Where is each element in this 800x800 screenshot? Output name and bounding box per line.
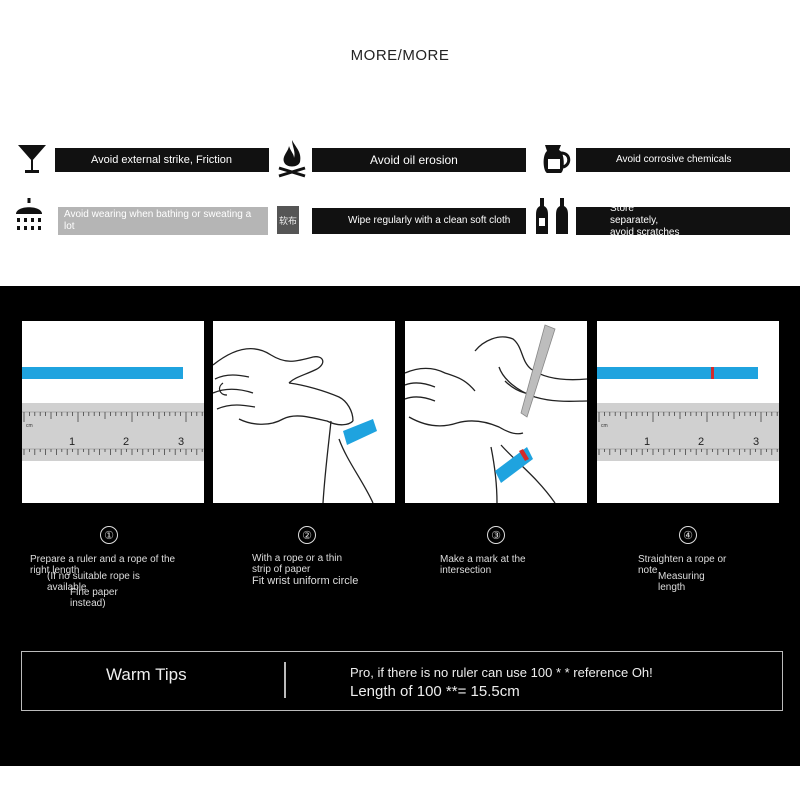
ruler-number-1: 1 bbox=[644, 436, 650, 448]
step-1-number: ① bbox=[100, 526, 118, 544]
length-mark bbox=[711, 367, 714, 379]
rope bbox=[22, 367, 183, 379]
warm-tips-box bbox=[21, 651, 783, 711]
care-label-bathing: Avoid wearing when bathing or sweating a… bbox=[58, 207, 268, 235]
rope-on-wrist bbox=[343, 419, 377, 445]
hand-drawing bbox=[405, 336, 587, 503]
intersection-mark bbox=[519, 449, 529, 461]
rope-on-wrist bbox=[495, 447, 533, 483]
bottles-icon bbox=[536, 198, 568, 234]
chemical-jug-icon bbox=[543, 145, 571, 173]
care-label-cloth: Wipe regularly with a clean soft cloth bbox=[312, 208, 526, 234]
care-label-chemicals: Avoid corrosive chemicals bbox=[576, 148, 790, 172]
step-3-text: Make a mark at the intersection bbox=[440, 554, 526, 576]
warm-tips-line-1: Pro, if there is no ruler can use 100 * … bbox=[350, 665, 653, 680]
ruler-unit: cm bbox=[26, 423, 33, 429]
care-label-oil: Avoid oil erosion bbox=[312, 148, 526, 172]
ruler-unit: cm bbox=[601, 423, 608, 429]
care-label-storage: Store separately, avoid scratches bbox=[576, 203, 790, 238]
step-2-image bbox=[213, 321, 395, 503]
ruler-number-2: 2 bbox=[698, 436, 704, 448]
ruler-number-2: 2 bbox=[123, 436, 129, 448]
step-2-number: ② bbox=[298, 526, 316, 544]
step-4-number: ④ bbox=[679, 526, 697, 544]
fire-icon bbox=[278, 140, 306, 178]
care-label-strike: Avoid external strike, Friction bbox=[55, 148, 269, 172]
step-2-text-2: Fit wrist uniform circle bbox=[252, 575, 359, 587]
step-4-image: 1 2 3 cm bbox=[597, 321, 779, 503]
step-1-note-2: Fine paper instead) bbox=[70, 587, 118, 609]
step-2-text: With a rope or a thin strip of paper bbox=[252, 553, 343, 575]
step-3-number: ③ bbox=[487, 526, 505, 544]
ruler-number-1: 1 bbox=[69, 436, 75, 448]
page-title: MORE/MORE bbox=[350, 47, 450, 64]
step-1-text: Prepare a ruler and a rope of the right … bbox=[30, 554, 176, 576]
warm-tips-title: Warm Tips bbox=[106, 665, 187, 684]
step-3-image bbox=[405, 321, 587, 503]
warm-tips-line-2: Length of 100 **= 15.5cm bbox=[350, 683, 520, 700]
hand-drawing bbox=[213, 348, 374, 503]
ruler-number-3: 3 bbox=[753, 436, 759, 448]
pen-icon bbox=[520, 324, 556, 418]
ruler: 1 2 3 cm bbox=[22, 403, 204, 461]
step-4-text-2: Measuring length bbox=[658, 571, 705, 593]
ruler: 1 2 3 cm bbox=[597, 403, 779, 461]
soft-cloth-icon: 软布 bbox=[277, 206, 299, 234]
cocktail-glass-icon bbox=[18, 145, 46, 173]
step-1-image: 1 2 3 cm bbox=[22, 321, 204, 503]
step-4-text: Straighten a rope or note bbox=[638, 554, 727, 576]
shower-icon bbox=[16, 198, 42, 230]
step-1-note: (If no suitable rope is available bbox=[47, 571, 140, 593]
rope bbox=[597, 367, 758, 379]
tips-divider bbox=[284, 662, 286, 698]
ruler-number-3: 3 bbox=[178, 436, 184, 448]
